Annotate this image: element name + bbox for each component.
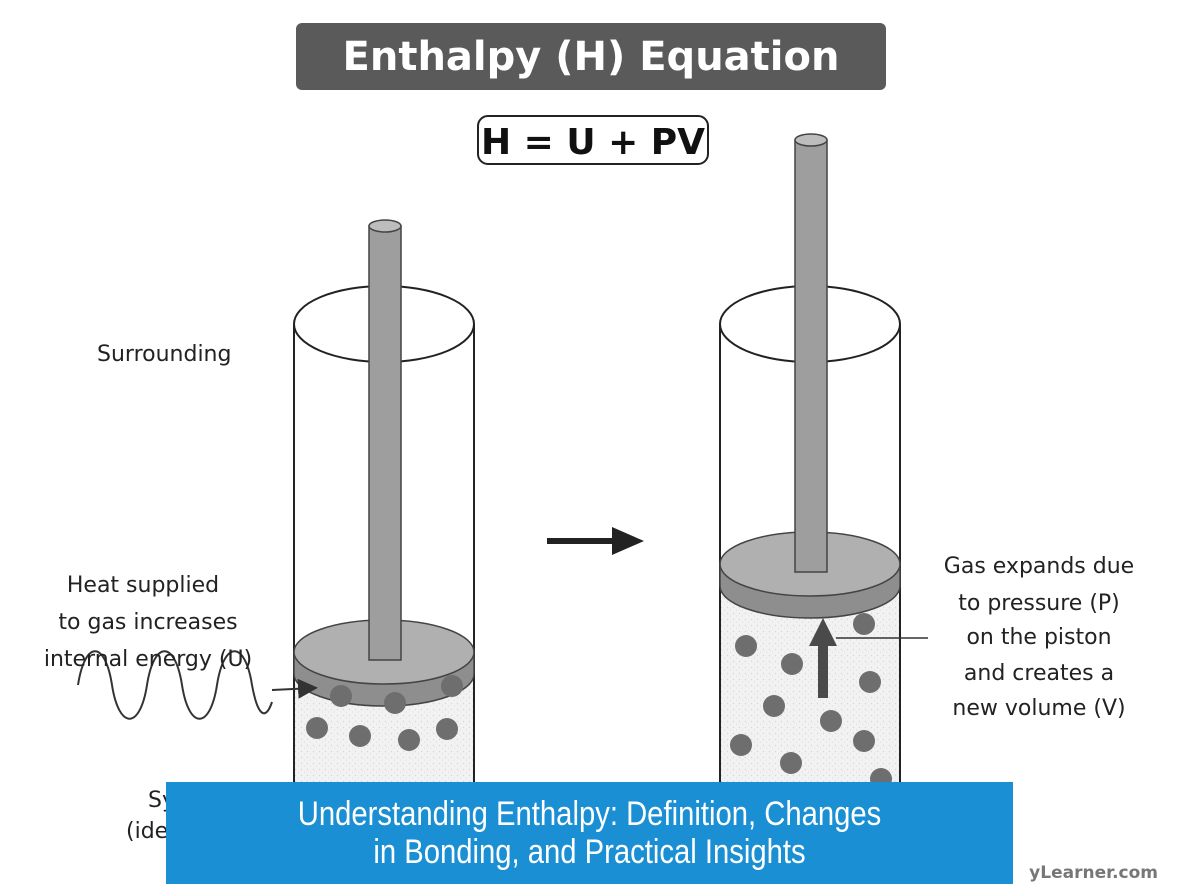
title-text: Enthalpy (H) Equation [343,34,840,80]
heat-wave-icon [77,650,318,720]
heat-label: Heat supplied to gas increases internal … [44,573,252,672]
caption-banner: Understanding Enthalpy: Definition, Chan… [166,782,1013,884]
expand-label-line-4: and creates a [964,661,1114,686]
gas-particles-left [306,675,463,751]
heat-label-line-2: to gas increases [58,610,237,635]
up-arrow-icon [809,618,837,698]
caption-text: Understanding Enthalpy: Definition, Chan… [297,795,882,871]
expand-label-line-2: to pressure (P) [958,591,1120,616]
expand-label-line-3: on the piston [966,625,1111,650]
right-cylinder [719,133,901,800]
title-banner: Enthalpy (H) Equation [296,23,886,90]
expand-label-line-5: new volume (V) [952,696,1125,721]
expand-label: Gas expands due to pressure (P) on the p… [944,554,1134,721]
heat-label-line-1: Heat supplied [67,573,219,598]
equation-text: H = U + PV [481,122,705,163]
watermark: yLearner.com [1029,863,1158,883]
equation-box: H = U + PV [477,115,709,165]
right-arrow-icon [547,527,644,555]
heat-label-line-3: internal energy (U) [44,647,252,672]
system-label-line-2: (ide [126,819,168,844]
gas-particles-right [730,613,892,790]
surrounding-label: Surrounding [97,342,231,367]
expand-label-line-1: Gas expands due [944,554,1134,579]
left-cylinder [293,219,475,800]
